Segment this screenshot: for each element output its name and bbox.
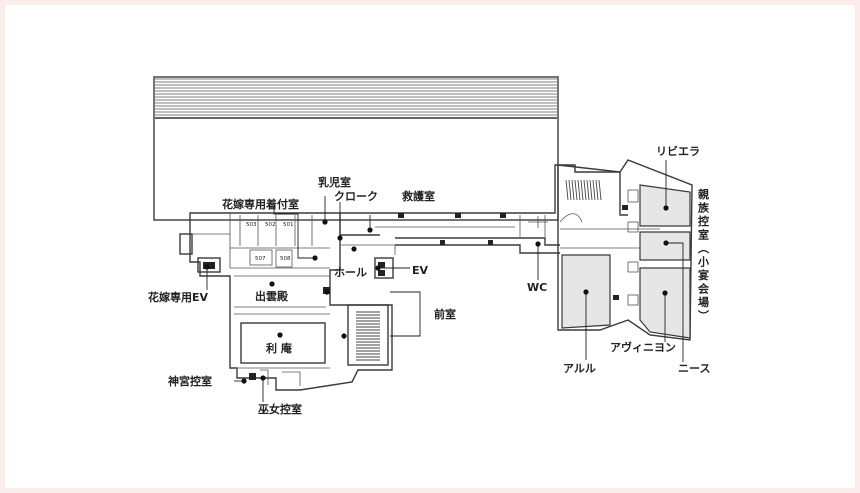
label-wc: WC [527, 281, 547, 294]
label-miko: 巫女控室 [258, 402, 302, 416]
label-cloak: クローク [334, 190, 378, 203]
upper-hall [153, 76, 559, 221]
shinzoku-char: ︶ [697, 309, 710, 323]
leader-lines [206, 160, 684, 402]
label-rian: 利 庵 [266, 341, 293, 355]
room-502: 502 [265, 222, 276, 228]
label-arles: アルル [563, 362, 596, 375]
label-nyujishitsu: 乳児室 [318, 175, 351, 189]
corridor [340, 164, 660, 255]
label-hanayome-kitsuke: 花嫁専用着付室 [222, 197, 299, 211]
label-ev: EV [412, 264, 429, 277]
label-hanayome-ev: 花嫁専用EV [148, 290, 209, 304]
location-dots [204, 205, 669, 384]
room-labels: 乳児室 クローク 救護室 花嫁専用着付室 花嫁専用EV ホール EV 出雲殿 前… [148, 144, 710, 416]
shinzoku-char: 場 [698, 295, 709, 309]
label-kyugoshitsu: 救護室 [402, 189, 435, 203]
central-stairs [347, 257, 394, 366]
shinzoku-char: 宴 [698, 268, 709, 282]
shinzoku-char: 親 [698, 187, 709, 201]
label-hall: ホール [334, 266, 367, 279]
shinzoku-char: 族 [698, 201, 710, 215]
room-508: 508 [280, 256, 291, 262]
room-507: 507 [255, 256, 266, 262]
label-avignon: アヴィニヨン [610, 340, 676, 354]
label-izumoden: 出雲殿 [255, 289, 289, 303]
label-nice: ニース [678, 362, 710, 375]
shinzoku-char: 小 [697, 255, 709, 269]
room-numbers: 503 502 501 507 508 [246, 222, 294, 262]
map-canvas [5, 5, 855, 488]
shinzoku-char: ︵ [697, 242, 710, 255]
shinzoku-char: 会 [698, 282, 710, 296]
room-503: 503 [246, 222, 257, 228]
shinzoku-char: 控 [698, 214, 709, 228]
label-saiguu: 神宮控室 [168, 374, 212, 388]
label-zenshitsu: 前室 [434, 307, 456, 321]
shinzoku-char: 室 [698, 228, 709, 242]
room-501: 501 [283, 222, 294, 228]
label-riviera: リビエラ [656, 144, 700, 158]
right-wing [557, 159, 693, 341]
